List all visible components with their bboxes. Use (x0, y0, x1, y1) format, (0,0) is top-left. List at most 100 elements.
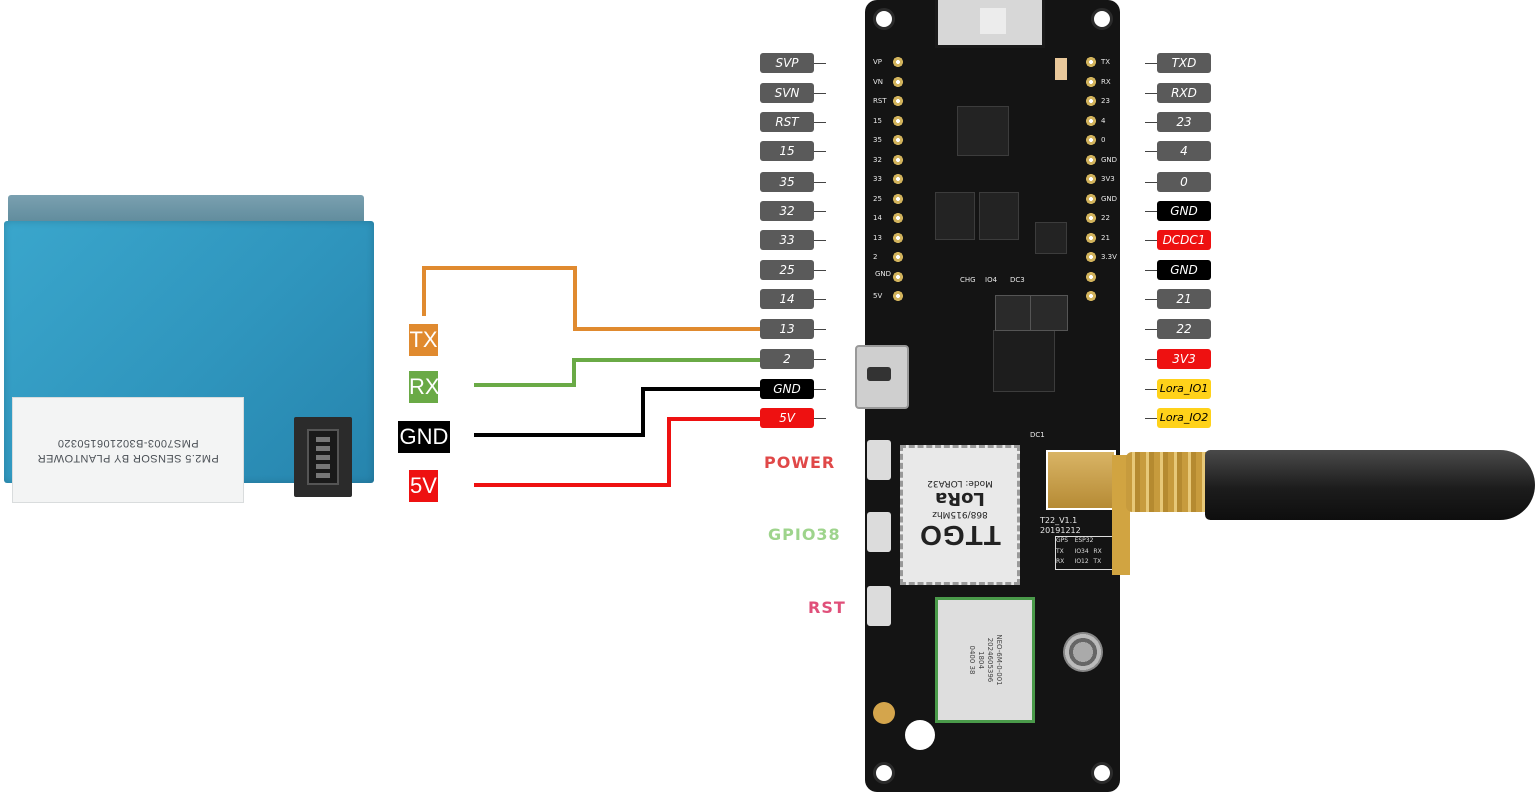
antenna-connector-small (1055, 58, 1067, 80)
power-button[interactable] (867, 440, 891, 480)
regulator-chip (1035, 222, 1067, 254)
usb-port[interactable] (855, 345, 909, 409)
left-pin-badge: 13 (760, 319, 814, 339)
rx-wire (474, 358, 760, 387)
left-pin-badge: GND (760, 379, 814, 399)
sma-thread (1126, 452, 1212, 512)
silk-io4: IO4 (985, 276, 998, 284)
silk-gnd: GND (875, 270, 892, 278)
pin-lead (1145, 93, 1157, 94)
pin-lead (814, 122, 826, 123)
header-hole (1085, 192, 1097, 205)
header-hole (892, 212, 904, 224)
sensor-connector (294, 417, 352, 497)
left-pin-badge: 33 (760, 230, 814, 250)
right-pin-badge: 3V3 (1157, 349, 1211, 369)
header-hole (892, 114, 904, 127)
right-pin-badge: GND (1157, 201, 1211, 221)
pin-lead (814, 299, 826, 300)
gpio38-button[interactable] (867, 512, 891, 552)
right-pin-badge: 4 (1157, 141, 1211, 161)
pin-lead (1145, 151, 1157, 152)
lora-module: TTGO 868/915Mhz LoRa Mode: LORA32 (900, 445, 1020, 585)
pms7003-sensor: PM2.5 SENSOR BY PLANTOWER PMS7003-B30210… (4, 195, 374, 503)
gps-code: 2024605396 (986, 637, 994, 683)
header-hole (1085, 114, 1097, 127)
right-silk-label: 21 (1101, 233, 1110, 242)
mount-hole (1091, 8, 1113, 30)
header-hole (1085, 75, 1097, 88)
right-pin-badge: 0 (1157, 172, 1211, 192)
header-hole (1085, 270, 1097, 283)
pin-lead (1145, 182, 1157, 183)
buzzer (1063, 632, 1103, 672)
header-hole (892, 192, 904, 205)
header-hole (892, 231, 904, 244)
silk-dc1: DC1 (1030, 431, 1045, 439)
pin-lead (814, 182, 826, 183)
gps-batch: 1804 (977, 651, 985, 669)
pin-lead (1145, 418, 1157, 419)
silk-dc3: DC3 (1010, 276, 1025, 284)
right-pin-badge: Lora_IO2 (1157, 408, 1211, 428)
left-silk-label: VN (873, 77, 884, 86)
left-pin-badge: 32 (760, 201, 814, 221)
pin-lead (814, 359, 826, 360)
right-pin-badge: 23 (1157, 112, 1211, 132)
left-silk-label: 15 (873, 116, 882, 125)
left-pin-badge: 5V (760, 408, 814, 428)
gnd-wire (474, 387, 760, 437)
pin-lead (814, 270, 826, 271)
pin-lead (814, 329, 826, 330)
right-pin-badge: DCDC1 (1157, 230, 1211, 250)
gnd-label: GND (398, 421, 450, 453)
rst-button[interactable] (867, 586, 891, 626)
pin-lead (1145, 299, 1157, 300)
right-pin-badge: GND (1157, 260, 1211, 280)
header-hole (1085, 95, 1097, 107)
gps-extra: 0400 38 (968, 645, 976, 675)
pin-lead (1145, 240, 1157, 241)
esp32-shield (935, 0, 1045, 48)
pin-lead (1145, 389, 1157, 390)
sensor-sticker: PM2.5 SENSOR BY PLANTOWER PMS7003-B30210… (12, 397, 244, 503)
header-hole (892, 153, 904, 166)
header-hole (1085, 231, 1097, 244)
pin-lead (1145, 211, 1157, 212)
board-date: 20191212 (1040, 526, 1081, 535)
right-silk-label: 0 (1101, 136, 1106, 144)
right-silk-label: TX (1101, 58, 1111, 66)
mosfet-chip (979, 192, 1019, 240)
right-pin-badge: 21 (1157, 289, 1211, 309)
gps-module: NEO-6M-0-001 2024605396 1804 0400 38 (935, 597, 1035, 723)
left-pin-badge: SVP (760, 53, 814, 73)
5v-label: 5V (409, 470, 438, 502)
tx-label: TX (409, 324, 438, 356)
battery-hole (905, 720, 935, 750)
mount-hole (873, 762, 895, 784)
header-hole (892, 134, 904, 146)
lora-text: LoRa (935, 488, 985, 510)
inductor (995, 295, 1033, 331)
sensor-body: PM2.5 SENSOR BY PLANTOWER PMS7003-B30210… (4, 221, 374, 503)
header-hole (1085, 153, 1097, 166)
header-hole (1085, 251, 1097, 263)
pin-lead (814, 418, 826, 419)
pin-lead (1145, 270, 1157, 271)
left-silk-label: 33 (873, 175, 882, 183)
usb-uart-chip (957, 106, 1009, 156)
board-version: T22_V1.1 (1040, 516, 1078, 525)
right-silk-label: 23 (1101, 97, 1110, 105)
pin-lead (1145, 63, 1157, 64)
left-pin-badge: 2 (760, 349, 814, 369)
header-hole (1085, 212, 1097, 224)
header-hole (1085, 134, 1097, 146)
rst-button-label: RST (808, 598, 846, 617)
left-silk-label: 35 (873, 136, 882, 144)
5v-wire (474, 417, 760, 487)
ipex-connector (865, 690, 905, 740)
right-pin-badge: Lora_IO1 (1157, 379, 1211, 399)
